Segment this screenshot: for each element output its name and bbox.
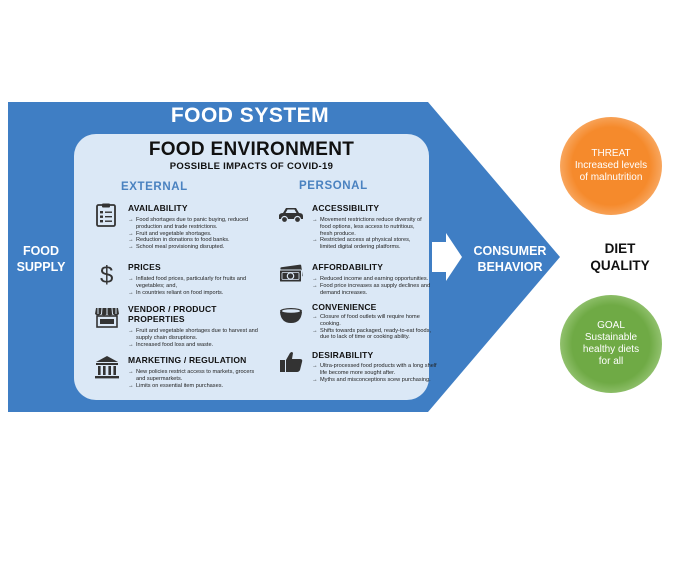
marketing-regulation-section: MARKETING / REGULATION New policies rest…	[94, 355, 264, 395]
list-item: Increased food loss and waste.	[128, 342, 264, 349]
threat-circle: THREAT Increased levels of malnutrition	[560, 117, 662, 215]
prices-title: PRICES	[128, 262, 161, 272]
car-icon	[279, 208, 303, 224]
desirability-section: DESIRABILITY Ultra-processed food produc…	[278, 350, 437, 394]
list-item: Reduced income and earning opportunities…	[312, 276, 438, 283]
food-supply-label: FOOD SUPPLY	[8, 243, 74, 275]
list-item: Restricted access at physical stores, li…	[312, 237, 428, 251]
convenience-bullets: Closure of food outlets will require hom…	[312, 314, 438, 341]
goal-label: GOAL	[597, 320, 625, 331]
list-item: Fruit and vegetable shortages due to har…	[128, 328, 264, 342]
list-item: New policies restrict access to markets,…	[128, 369, 264, 383]
personal-heading: PERSONAL	[299, 180, 368, 192]
list-item: Fruit and vegetable shortages.	[128, 231, 264, 238]
food-supply-line2: SUPPLY	[16, 260, 66, 274]
diet-quality-line1: DIET	[604, 241, 636, 256]
vendor-product-section: VENDOR / PRODUCT PROPERTIES Fruit and ve…	[94, 304, 264, 352]
panel-to-behavior-arrow	[432, 233, 462, 281]
prices-section: $ PRICES Inflated food prices, particula…	[94, 262, 264, 302]
affordability-title: AFFORDABILITY	[312, 262, 384, 272]
prices-bullets: Inflated food prices, particularly for f…	[128, 276, 264, 296]
accessibility-title: ACCESSIBILITY	[312, 203, 380, 213]
threat-label: THREAT	[591, 148, 631, 159]
government-building-icon	[95, 356, 119, 379]
convenience-title: CONVENIENCE	[312, 302, 377, 312]
accessibility-bullets: Movement restrictions reduce diversity o…	[312, 217, 428, 251]
vendor-product-title-line1: VENDOR / PRODUCT	[128, 304, 217, 314]
diet-quality-line2: QUALITY	[590, 258, 650, 273]
consumer-behavior-label: CONSUMER BEHAVIOR	[462, 243, 558, 275]
vendor-product-title-line2: PROPERTIES	[128, 314, 185, 324]
storefront-icon	[95, 307, 119, 328]
accessibility-section: ACCESSIBILITY Movement restrictions redu…	[278, 203, 428, 259]
threat-line1: Increased levels	[574, 160, 648, 171]
food-environment-subtitle: POSSIBLE IMPACTS OF COVID-19	[169, 161, 334, 172]
goal-line3: for all	[598, 356, 624, 367]
consumer-behavior-line2: BEHAVIOR	[477, 260, 543, 274]
list-item: Food price increases as supply declines …	[312, 283, 438, 297]
marketing-regulation-bullets: New policies restrict access to markets,…	[128, 369, 264, 389]
goal-line2: healthy diets	[582, 344, 640, 355]
food-supply-line1: FOOD	[22, 244, 60, 258]
list-item: Inflated food prices, particularly for f…	[128, 276, 264, 290]
affordability-bullets: Reduced income and earning opportunities…	[312, 276, 438, 296]
list-item: Myths and misconceptions scew purchasing…	[312, 377, 438, 384]
goal-circle: GOAL Sustainable healthy diets for all	[560, 295, 662, 393]
desirability-bullets: Ultra-processed food products with a lon…	[312, 363, 438, 383]
desirability-title: DESIRABILITY	[312, 350, 374, 360]
availability-section: AVAILABILITY Food shortages due to panic…	[94, 203, 264, 259]
food-environment-title: FOOD ENVIRONMENT	[148, 139, 355, 160]
clipboard-icon	[96, 203, 116, 227]
food-system-title: FOOD SYSTEM	[170, 104, 330, 127]
food-environment-panel	[74, 134, 429, 400]
list-item: Movement restrictions reduce diversity o…	[312, 217, 428, 237]
svg-text:$: $	[100, 262, 113, 286]
external-heading: EXTERNAL	[121, 181, 188, 193]
list-item: In countries reliant on food imports.	[128, 290, 264, 297]
marketing-regulation-title: MARKETING / REGULATION	[128, 355, 247, 365]
availability-bullets: Food shortages due to panic buying, redu…	[128, 217, 264, 251]
money-icon	[279, 264, 303, 283]
vendor-product-bullets: Fruit and vegetable shortages due to har…	[128, 328, 264, 348]
list-item: Shifts towards packaged, ready-to-eat fo…	[312, 328, 438, 342]
goal-line1: Sustainable	[584, 332, 638, 343]
list-item: Food shortages due to panic buying, redu…	[128, 217, 264, 231]
consumer-behavior-line1: CONSUMER	[473, 244, 547, 258]
convenience-section: CONVENIENCE Closure of food outlets will…	[278, 302, 431, 346]
list-item: School meal provisioning disrupted.	[128, 244, 264, 251]
list-item: Reduction in donations to food banks.	[128, 237, 264, 244]
vendor-product-title: VENDOR / PRODUCT PROPERTIES	[128, 304, 217, 324]
list-item: Ultra-processed food products with a lon…	[312, 363, 438, 377]
diet-quality-label: DIET QUALITY	[584, 240, 656, 274]
bowl-icon	[280, 308, 302, 323]
dollar-icon: $	[100, 262, 113, 286]
thumbs-up-icon	[280, 352, 303, 372]
list-item: Closure of food outlets will require hom…	[312, 314, 438, 328]
affordability-section: AFFORDABILITY Reduced income and earning…	[278, 262, 430, 298]
threat-line2: of malnutrition	[579, 172, 643, 183]
availability-title: AVAILABILITY	[128, 203, 188, 213]
list-item: Limits on essential item purchases.	[128, 383, 264, 390]
